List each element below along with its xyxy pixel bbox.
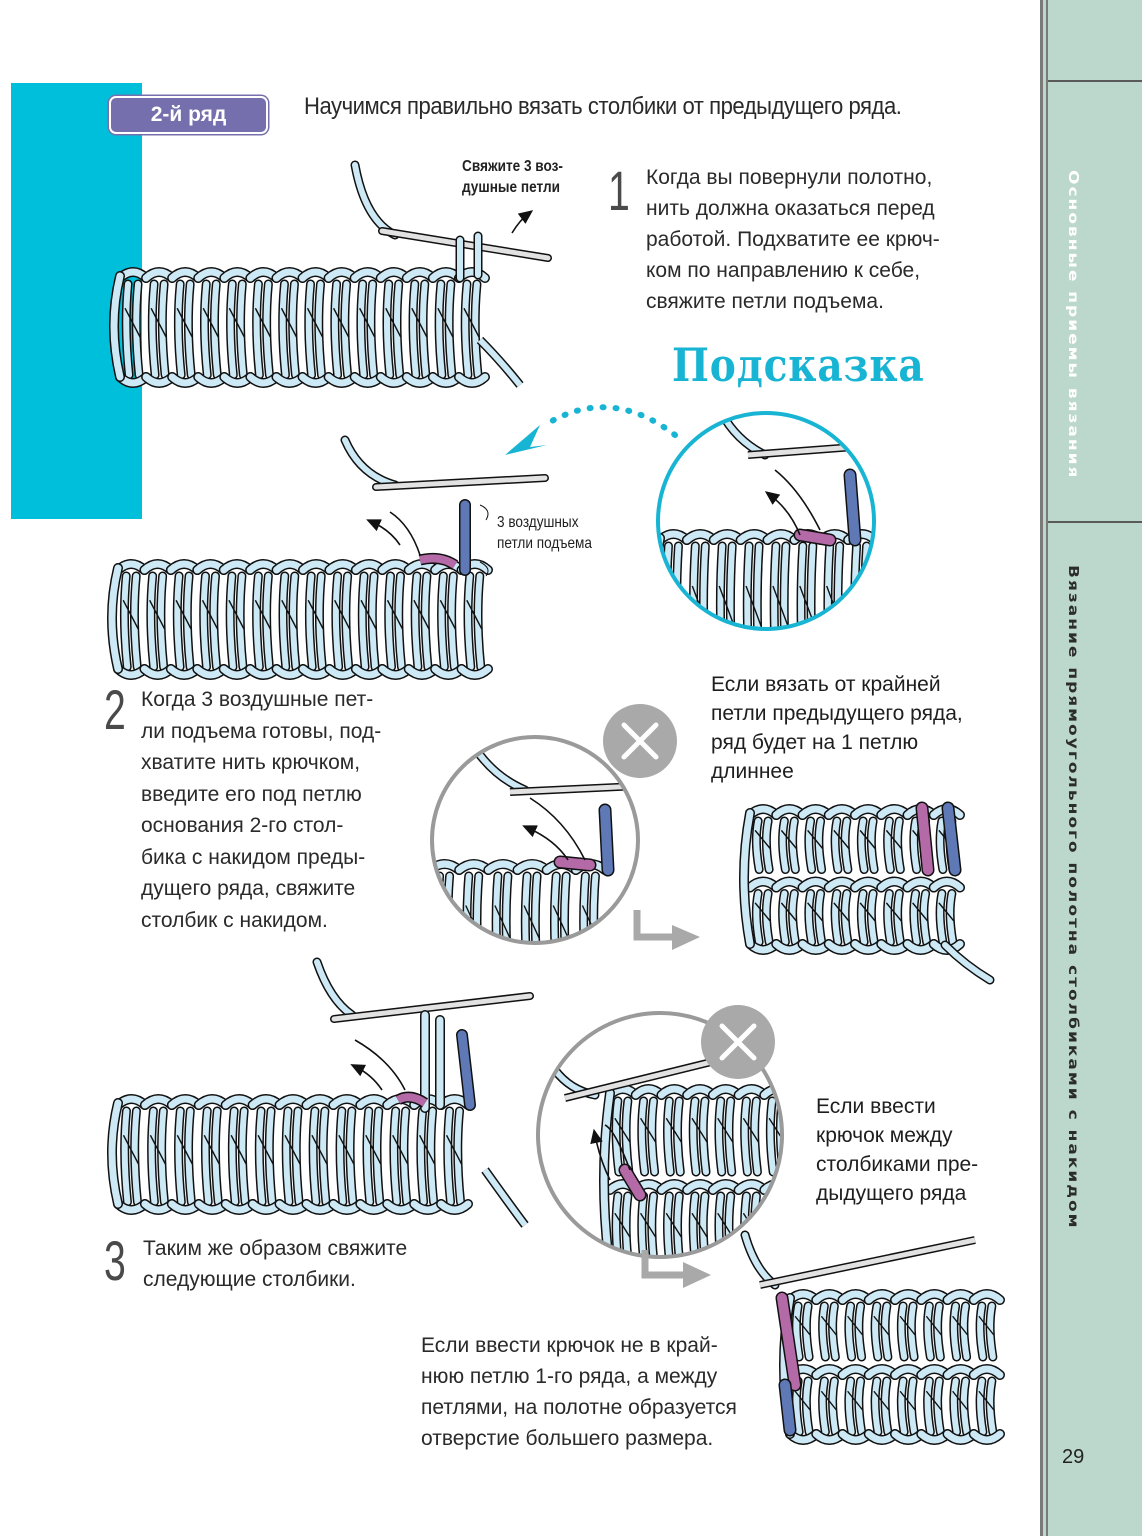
chain-three-label: Свяжите 3 воз- душные петли [462,156,563,198]
result-arrow-icon [641,1250,711,1288]
sidebar-tab-basic-techniques[interactable]: Основные приемы вязания [1065,170,1081,480]
caption-line: петли предыдущего ряда, [711,702,963,725]
text-line: введите его под петлю [141,782,362,806]
text-line: нюю петлю 1-го ряда, а между [421,1365,718,1388]
result-swatch-longer-row [739,801,995,985]
text-line: Таким же образом свяжите [143,1237,408,1260]
fabric-swatch-step1 [109,267,490,388]
text-line: хватите нить крючком, [141,751,361,774]
text-line: работой. Подхватите ее крюч- [646,228,940,251]
text-line: следующие столбики. [143,1268,356,1291]
step-3-text: Таким же образом свяжите следующие столб… [143,1233,407,1295]
warning-2-caption: Если ввести крючок между столбиками пре-… [816,1092,978,1208]
text-line: Когда 3 воздушные пет- [141,688,374,711]
warning-magnifier-1 [430,735,640,945]
text-line: Когда вы повернули полотно, [646,166,933,189]
sidebar [1040,0,1142,1536]
label-line: 3 воздушных [497,514,579,531]
text-line: дущего ряда, свяжите [141,877,356,900]
caption-line: крючок между [816,1124,953,1147]
warning-1-caption: Если вязать от крайней петли предыдущего… [711,670,963,786]
result-swatch-hole [740,1230,1005,1445]
intro-text: Научимся правильно вязать столбики от пр… [304,93,902,120]
text-line: ком по направлению к себе, [646,259,921,282]
illustrations [107,160,1005,1445]
sidebar-divider [1048,80,1142,82]
sidebar-tab-section-title[interactable]: Вязание прямоугольного полотна столбикам… [1065,565,1081,1230]
text-line: Если ввести крючок не в край- [421,1334,718,1357]
text-line: основания 2-го стол- [141,814,344,837]
caption-line: дыдущего ряда [816,1182,967,1205]
step-2-text: Когда 3 воздушные пет- ли подъема готовы… [141,684,381,936]
caption-line: длиннее [711,760,794,783]
fabric-swatch-step3 [107,1094,473,1215]
fabric-swatch-step2 [107,559,493,680]
caption-line: ряд будет на 1 петлю [711,731,919,754]
text-line: свяжите петли подъема. [646,290,884,313]
hint-title: Подсказка [672,338,925,392]
cross-icon [701,1005,775,1079]
step-number-2: 2 [104,678,126,741]
note-text: Если ввести крючок не в край- нюю петлю … [421,1330,737,1454]
row-badge: 2-й ряд [109,96,268,134]
turning-chain-label: 3 воздушных петли подъема [497,512,592,554]
caption-line: Если ввести [816,1095,936,1118]
step-number-1: 1 [608,159,630,222]
text-line: отверстие большего размера. [421,1427,714,1450]
text-line: нить должна оказаться перед [646,197,935,220]
hint-pointer-arrow [505,404,678,455]
hint-magnifier [656,411,876,631]
cross-icon [603,704,677,778]
label-line: душные петли [462,179,560,196]
step-number-3: 3 [104,1229,126,1292]
caption-line: Если вязать от крайней [711,673,941,696]
sidebar-rule [1040,0,1043,1536]
text-line: ли подъема готовы, под- [141,719,382,743]
sidebar-divider [1048,521,1142,523]
hook-and-yarn-step2 [340,435,549,577]
text-line: столбик с накидом. [141,908,328,932]
caption-line: столбиками пре- [816,1153,979,1176]
label-line: петли подъема [497,535,592,552]
page-number: 29 [1062,1446,1085,1468]
label-line: Свяжите 3 воз- [462,158,563,175]
hook-and-yarn-step1 [350,160,552,388]
step-1-text: Когда вы повернули полотно, нить должна … [646,162,940,317]
text-line: петлями, на полотне образуется [421,1396,737,1419]
result-arrow-icon [633,910,700,950]
hook-and-yarn-step3 [312,957,534,1228]
text-line: бика с накидом преды- [141,845,366,869]
sidebar-rule [1046,0,1048,1536]
